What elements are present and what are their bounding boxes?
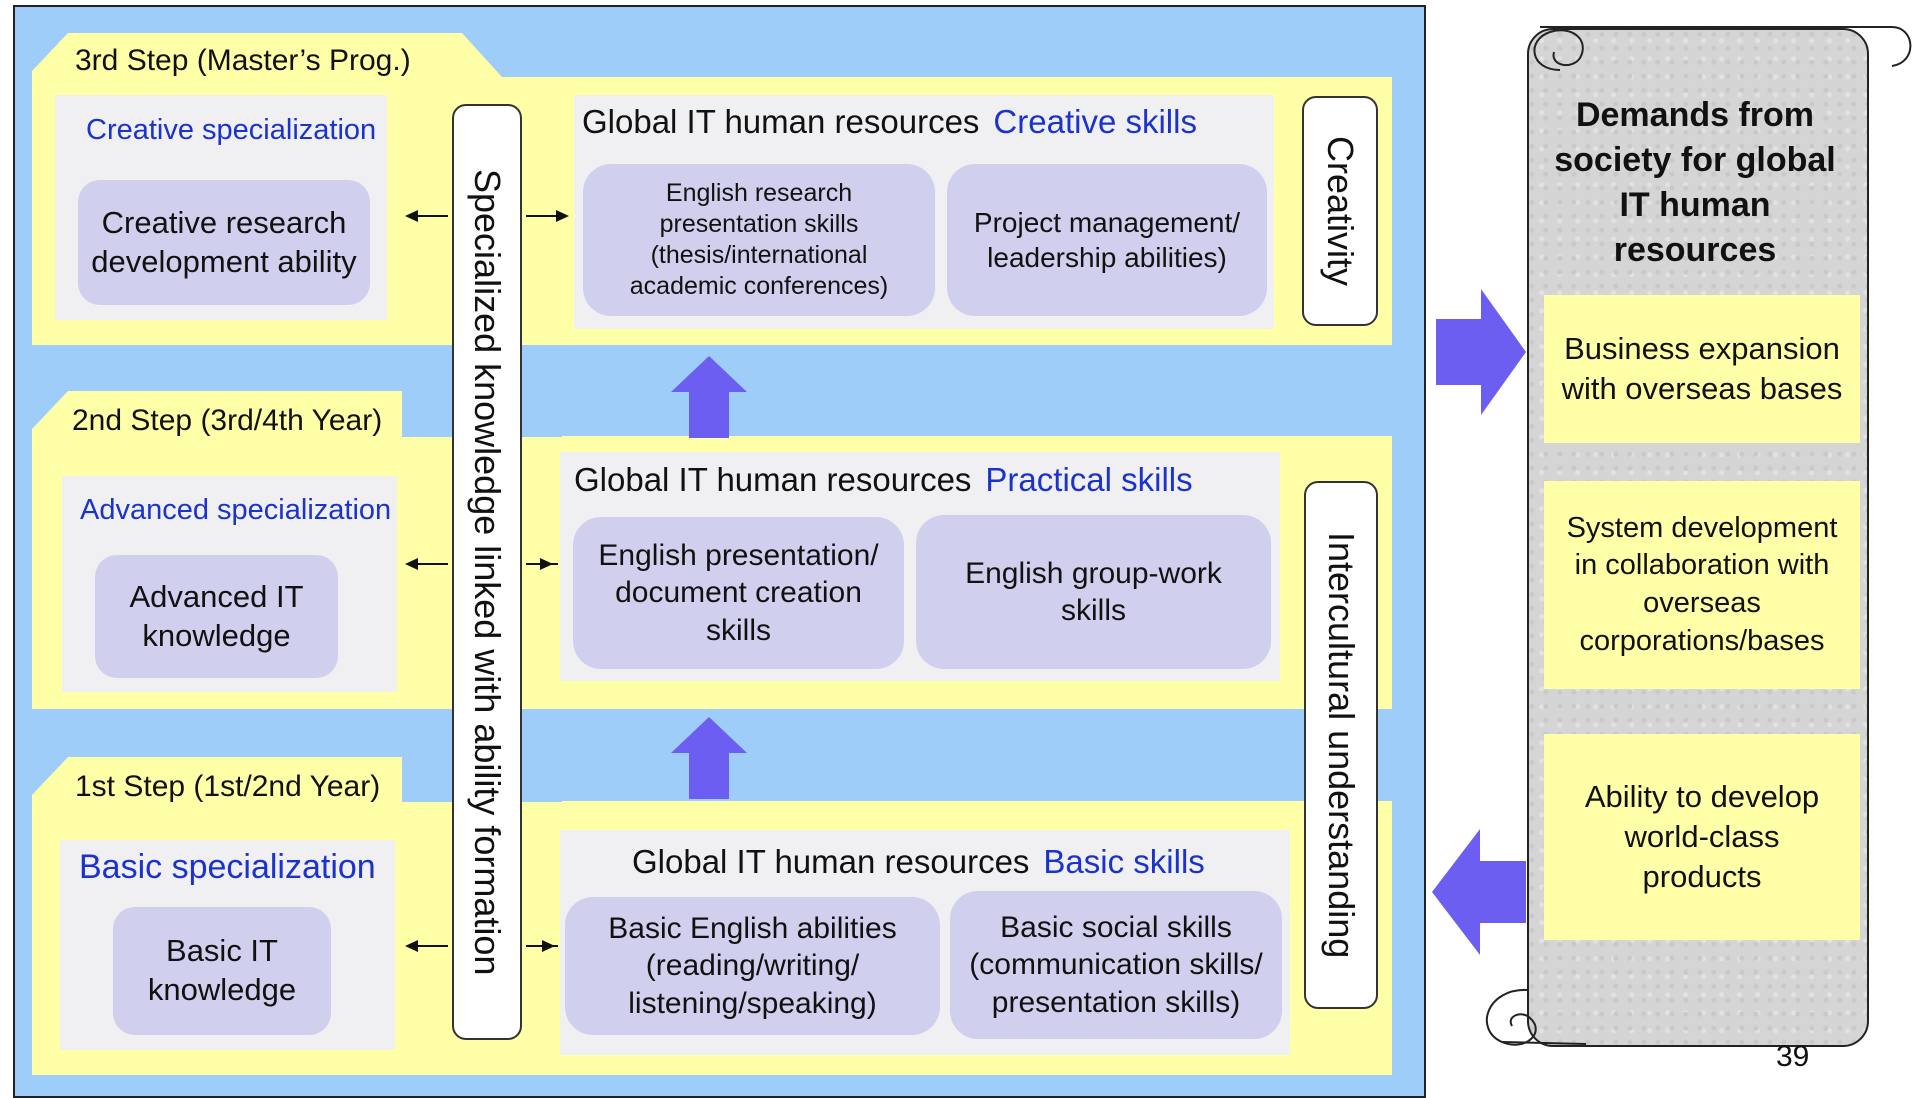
step1-spec-item: Basic IT knowledge [113,907,331,1035]
intercultural-box: Intercultural understanding [1304,481,1378,1009]
arrow-left-line-step3 [416,215,448,217]
arrow-left-line-step2 [416,563,448,565]
scroll-top-curl [1533,26,1912,71]
arrow-left-head-step2 [405,558,418,570]
arrow-left-from-demands [1432,829,1526,955]
step3-skill-project-management: Project management/ leadership abilities… [947,164,1267,316]
arrow-left-head-step1 [405,940,418,952]
page-number: 39 [1776,1040,1810,1073]
step1-global-title: Global IT human resources Basic skills [632,843,1205,881]
specialized-knowledge-box: Specialized knowledge linked with abilit… [452,104,522,1040]
step3-label: 3rd Step (Master’s Prog.) [75,44,411,77]
demands-title: Demands from society for global IT human… [1554,96,1836,269]
step1-label: 1st Step (1st/2nd Year) [75,770,381,803]
step2-spec-title: Advanced specialization [80,494,392,526]
step2-skill-english-presentation: English presentation/ document creation … [573,517,904,669]
arrow-right-head-step1 [542,940,555,952]
scroll-bottom-curl [1485,988,1587,1046]
up-arrow-step2-to-step3 [671,356,747,438]
step2-label: 2nd Step (3rd/4th Year) [72,404,383,437]
step2-spec-item: Advanced IT knowledge [95,555,338,678]
intercultural-label: Intercultural understanding [1321,531,1362,959]
specialized-knowledge-label: Specialized knowledge linked with abilit… [467,168,508,976]
step2-skill-english-group-work: English group-work skills [916,515,1271,669]
step1-global-title-text: Global IT human resources [632,843,1030,880]
arrow-right-to-demands [1436,289,1526,415]
creativity-label: Creativity [1320,135,1361,287]
arrow-left-line-step1 [416,945,448,947]
step2-global-title-text: Global IT human resources [574,461,972,498]
arrow-left-head-step3 [405,210,418,222]
step3-global-title-text: Global IT human resources [582,103,980,140]
demand-item-business-expansion: Business expansion with overseas bases [1544,295,1860,443]
step1-spec-title: Basic specialization [79,848,376,886]
arrow-right-head-step3 [556,210,569,222]
creativity-box: Creativity [1302,96,1378,326]
demand-item-system-development: System development in collaboration with… [1544,481,1860,689]
step1-global-skill: Basic skills [1043,843,1205,880]
step2-global-skill: Practical skills [985,461,1193,498]
step3-global-skill: Creative skills [993,103,1197,140]
arrow-right-line-step3 [526,215,558,217]
step3-global-title: Global IT human resources Creative skills [582,103,1197,141]
step1-skill-basic-social: Basic social skills (communication skill… [950,891,1282,1039]
step3-spec-title: Creative specialization [86,114,377,146]
demand-item-world-class-products: Ability to develop world-class products [1544,734,1860,940]
step3-spec-item: Creative research development ability [78,180,370,305]
step3-skill-english-research: English research presentation skills (th… [583,164,935,316]
step2-global-title: Global IT human resources Practical skill… [574,461,1193,499]
arrow-right-head-step2 [540,558,553,570]
step1-skill-basic-english: Basic English abilities (reading/writing… [565,897,940,1035]
up-arrow-step1-to-step2 [671,717,747,799]
